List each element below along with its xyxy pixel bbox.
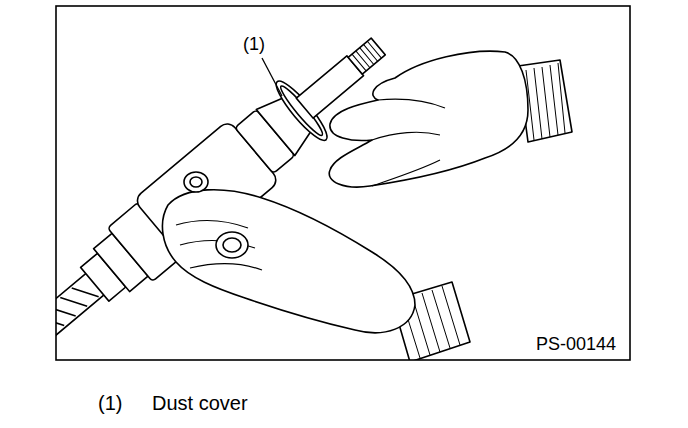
- upper-glove: [329, 51, 572, 187]
- figure-frame: [56, 6, 630, 360]
- callout-number-holder: (1): [243, 35, 265, 53]
- callout-number-holder: (1): [98, 393, 122, 413]
- leader-line: [262, 58, 282, 96]
- figure-code: PS-00144: [536, 334, 616, 354]
- callout-number: (1): [98, 392, 122, 414]
- part-name-holder: Dust cover: [152, 393, 248, 413]
- figure-code-holder: PS-00144: [536, 335, 616, 353]
- part-name: Dust cover: [152, 392, 248, 414]
- port-boss: [184, 172, 248, 258]
- lower-glove: [162, 190, 470, 360]
- callout-number: (1): [243, 34, 265, 54]
